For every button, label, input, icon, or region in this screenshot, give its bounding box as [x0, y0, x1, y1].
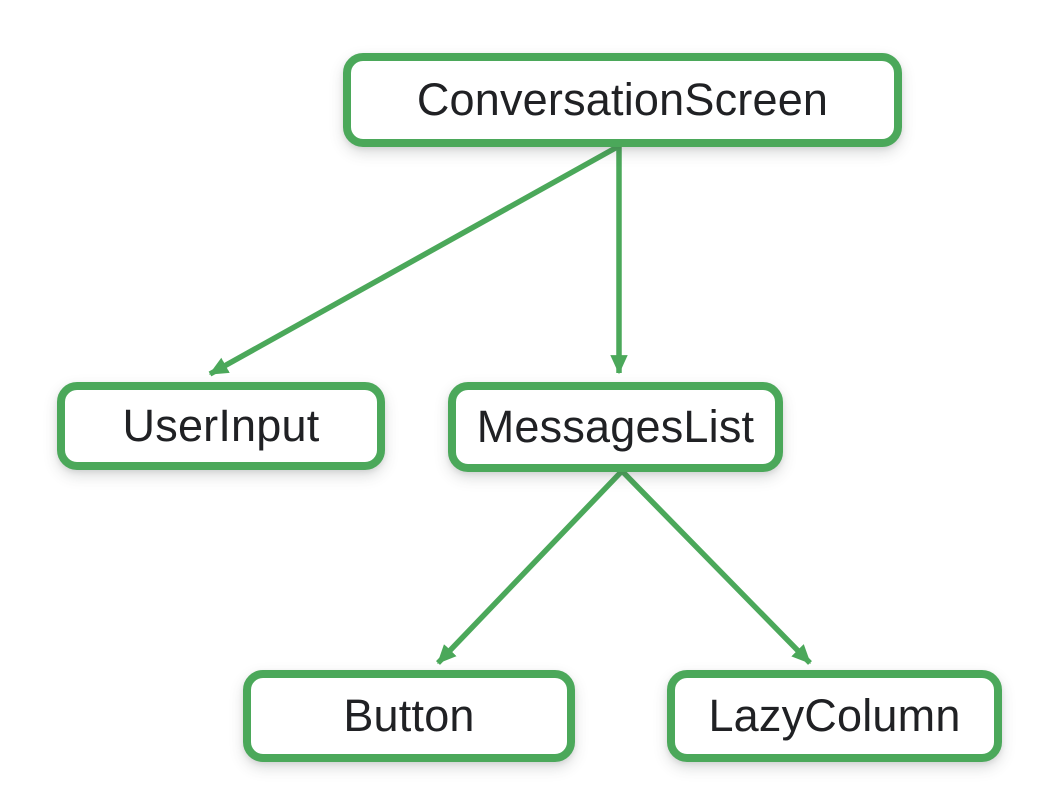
node-messages-list: MessagesList [448, 382, 783, 472]
node-label-user-input: UserInput [122, 399, 320, 451]
edge-messageslist-to-button [436, 469, 624, 665]
node-label-lazy-column: LazyColumn [708, 689, 961, 741]
node-label-conversation-screen: ConversationScreen [416, 73, 829, 125]
node-lazy-column: LazyColumn [667, 670, 1002, 762]
edge-messageslist-to-lazycolumn [620, 469, 812, 665]
node-label-messages-list: MessagesList [476, 400, 755, 452]
node-button: Button [243, 670, 575, 762]
node-label-button: Button [343, 689, 475, 741]
node-user-input: UserInput [57, 382, 385, 470]
edge-conversationscreen-to-userinput [208, 143, 621, 377]
node-conversation-screen: ConversationScreen [343, 53, 902, 147]
